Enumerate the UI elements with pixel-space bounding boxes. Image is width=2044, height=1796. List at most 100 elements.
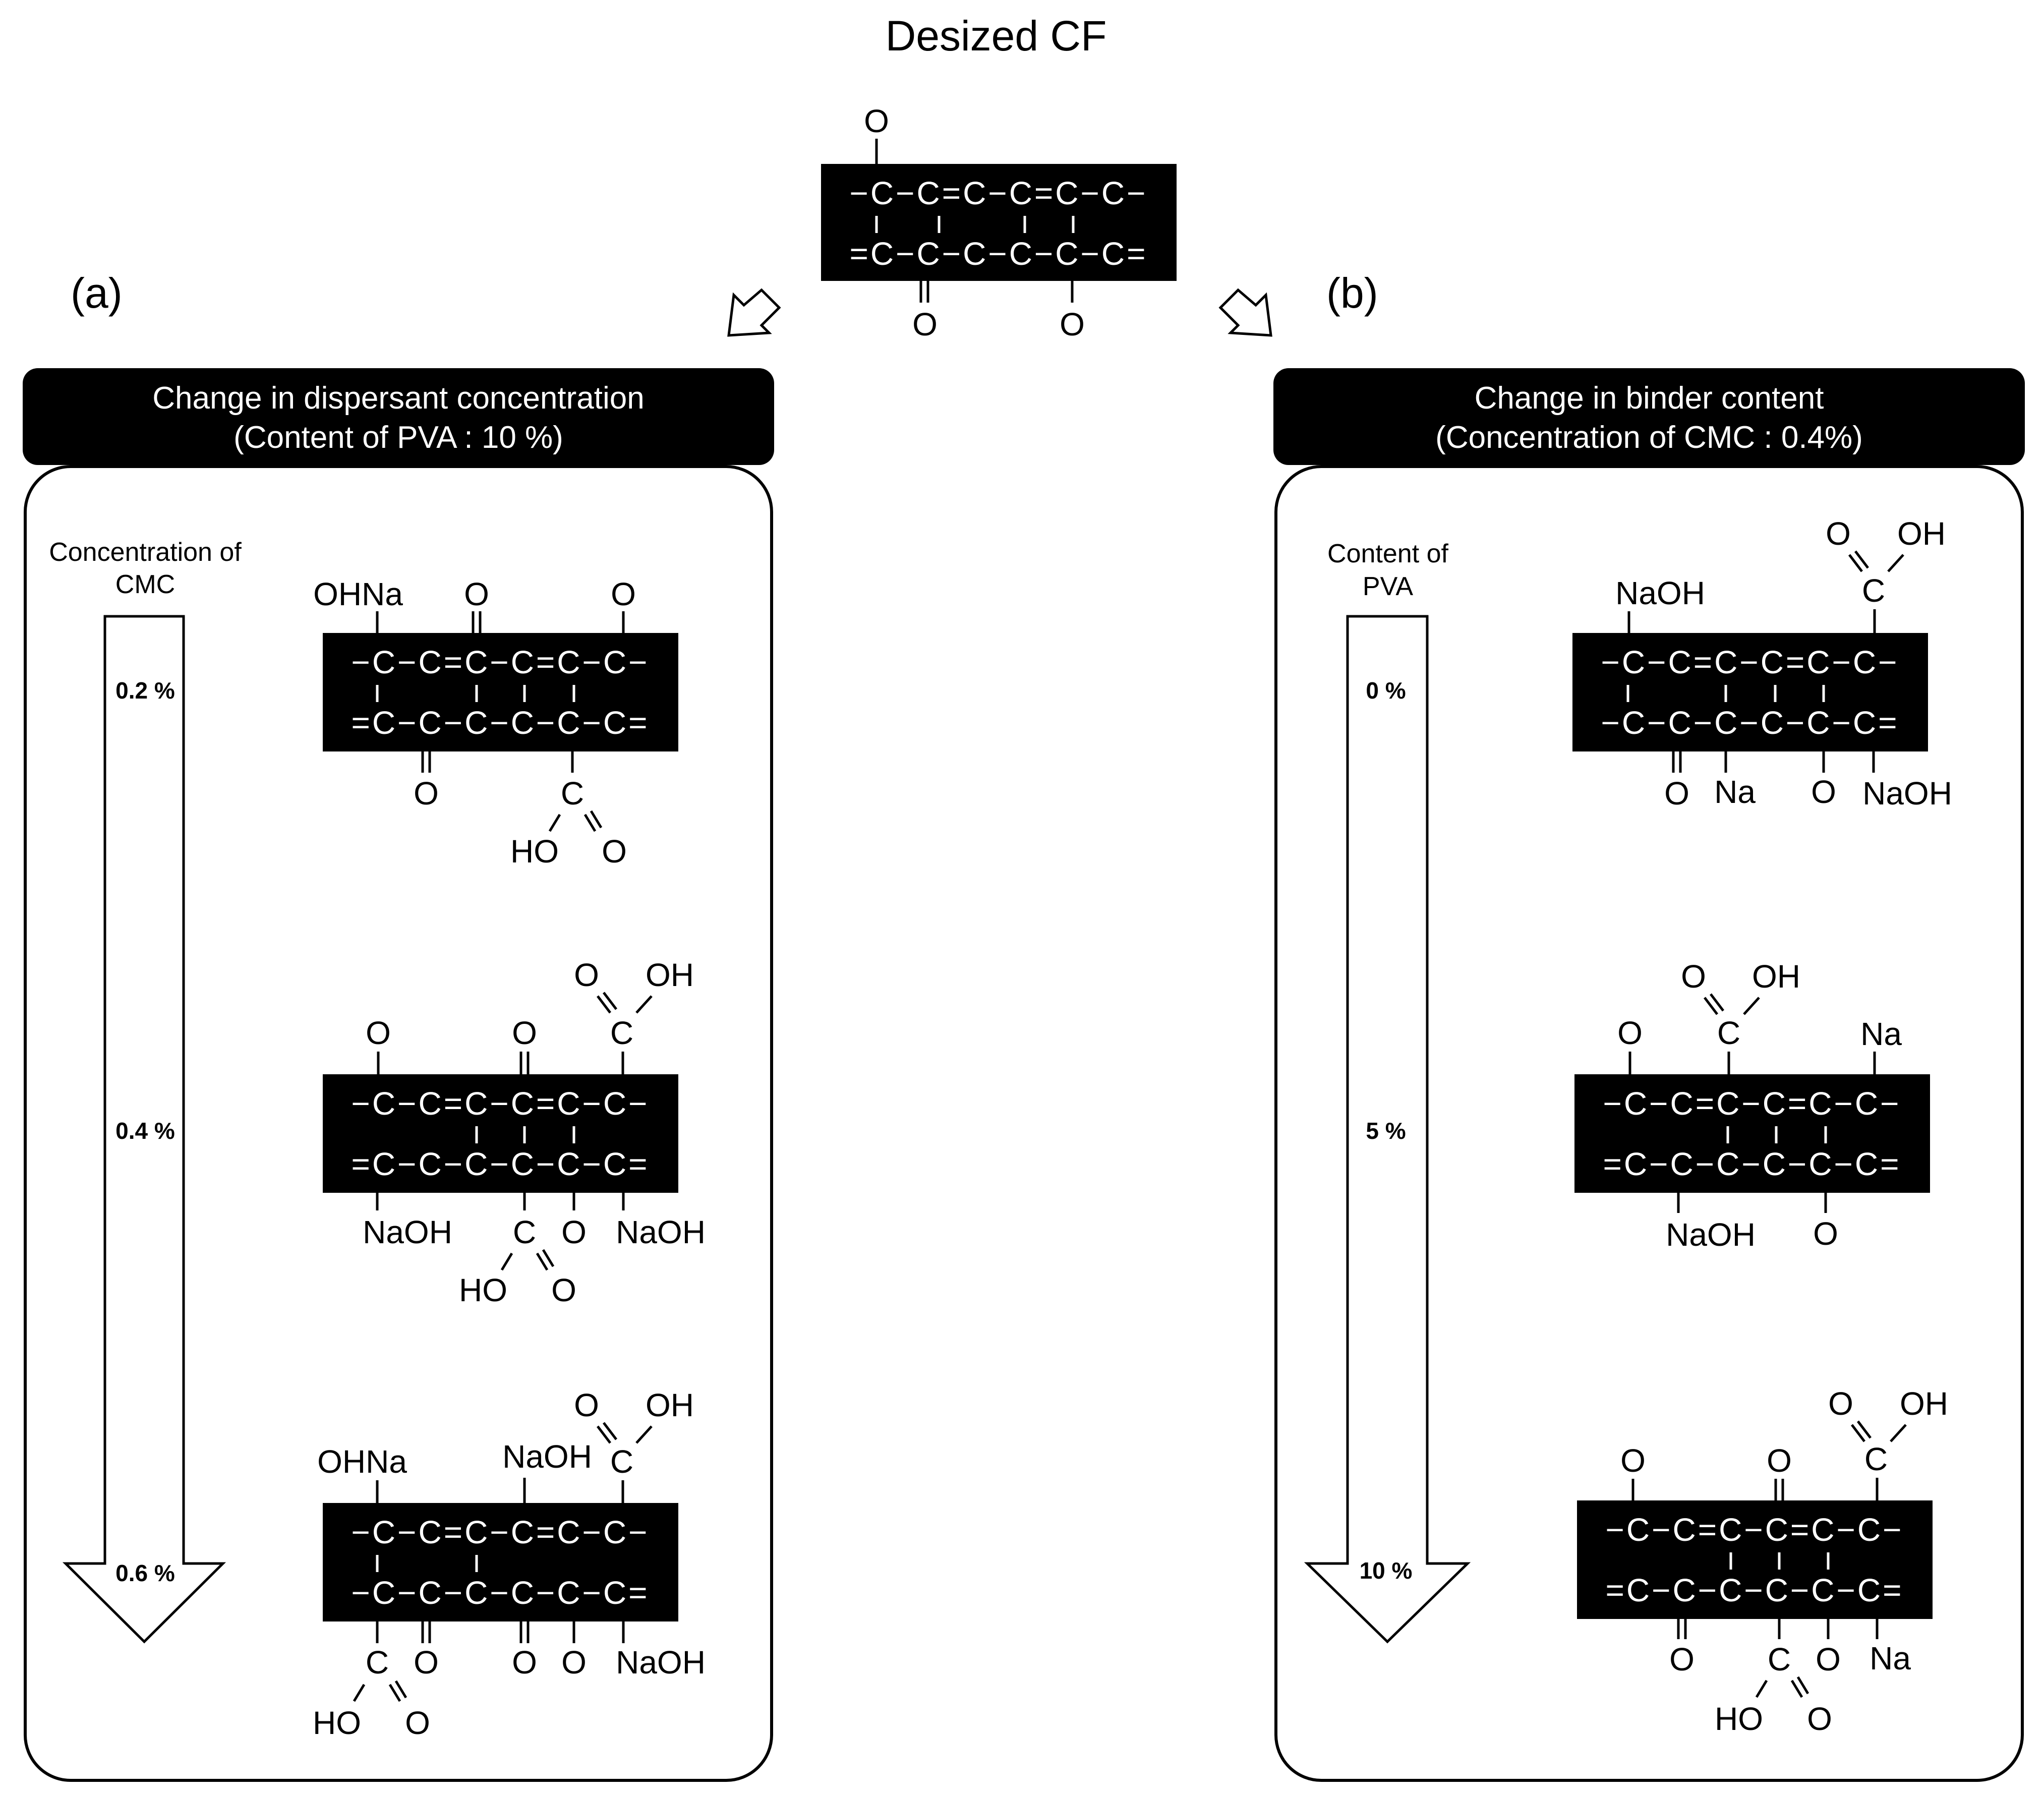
group-c: C [366, 1644, 389, 1681]
group-c: C [610, 1015, 633, 1051]
chain-top: −C−C=C−C=C−C− [850, 175, 1148, 211]
group-o: O [864, 103, 889, 139]
group-c: C [1864, 1441, 1888, 1477]
group-naoh: NaOH [1615, 575, 1705, 611]
group-o: O [366, 1015, 391, 1051]
group-o: O [414, 1644, 439, 1681]
panel-b-axis-label-2: PVA [1363, 572, 1414, 601]
group-c: C [610, 1443, 633, 1480]
group-o: O [1617, 1015, 1643, 1051]
group-o: O [574, 1387, 599, 1423]
panel-a-header-line2: (Content of PVA : 10 %) [233, 420, 563, 455]
group-naoh: NaOH [1666, 1216, 1756, 1253]
chain-bottom: =C−C−C−C−C−C= [352, 705, 650, 741]
group-oh: OH [646, 1387, 694, 1423]
group-o: O [561, 1644, 587, 1681]
carbon-backbone [1574, 1074, 1930, 1193]
group-naoh: NaOH [616, 1214, 706, 1250]
group-o: O [611, 576, 636, 612]
group-o: O [405, 1705, 430, 1741]
panel-b-down-arrow-icon [1304, 615, 1471, 1644]
panel-b-tag: (b) [1326, 269, 1378, 317]
molecule-a2: O OH C O O −C−C=C−C=C−C− =C−C−C−C−C−C= N… [323, 957, 706, 1308]
group-o: O [512, 1015, 537, 1051]
chain-bottom: =C−C−C−C−C−C= [1606, 1572, 1904, 1608]
group-o: O [1811, 774, 1836, 810]
panel-b-level-1: 0 % [1366, 677, 1406, 704]
panel-a-header [23, 368, 774, 465]
group-c: C [513, 1214, 536, 1250]
chain-bottom: −C−C−C−C−C−C= [1601, 705, 1899, 741]
arrow-to-panel-b-icon [1218, 288, 1272, 337]
chain-top: −C−C=C−C=C−C− [1606, 1512, 1904, 1548]
group-o: O [1828, 1385, 1853, 1422]
group-ho: HO [1715, 1701, 1763, 1737]
panel-a-header-line1: Change in dispersant concentration [152, 381, 644, 416]
group-oh: OH [1897, 515, 1946, 552]
group-c: C [1717, 1015, 1740, 1051]
panel-a-down-arrow-icon [62, 615, 226, 1644]
arrow-to-panel-a-icon [727, 288, 781, 337]
group-na: Na [1714, 774, 1756, 810]
group-ho: HO [313, 1705, 361, 1741]
carbon-backbone [1577, 1500, 1933, 1619]
chain-bottom: =C−C−C−C−C−C= [850, 236, 1148, 272]
panel-b-level-2: 5 % [1366, 1118, 1406, 1144]
group-o: O [464, 576, 489, 612]
group-naoh: NaOH [616, 1644, 706, 1681]
molecule-b3: O OH C O O −C−C=C−C=C−C− =C−C−C−C−C−C= O… [1577, 1385, 1948, 1737]
carbon-backbone [323, 633, 678, 751]
group-oh: OH [1900, 1385, 1948, 1422]
panel-a-axis-label-2: CMC [115, 570, 175, 599]
group-o: O [574, 957, 599, 993]
panel-b-header-line2: (Concentration of CMC : 0.4%) [1435, 420, 1863, 455]
carbon-backbone [323, 1074, 678, 1193]
carbon-backbone [323, 1503, 678, 1621]
group-o: O [1816, 1641, 1841, 1677]
group-ohna: OHNa [313, 576, 403, 612]
group-o: O [912, 306, 938, 342]
group-o: O [1669, 1641, 1695, 1677]
diagram-title: Desized CF [886, 12, 1107, 60]
carbon-backbone [821, 164, 1177, 281]
group-o: O [1664, 775, 1689, 812]
group-o: O [414, 775, 439, 812]
group-o: O [551, 1272, 576, 1308]
carbon-backbone [1572, 633, 1928, 751]
panel-a-axis-label: Concentration of [49, 538, 242, 567]
panel-b-header [1273, 368, 2025, 465]
panel-b-header-line1: Change in binder content [1475, 381, 1824, 416]
group-na: Na [1860, 1016, 1902, 1052]
group-naoh: NaOH [363, 1214, 452, 1250]
group-o: O [1807, 1701, 1832, 1737]
group-oh: OH [1752, 958, 1800, 995]
group-ho: HO [510, 833, 559, 870]
chain-top: −C−C=C−C=C−C− [352, 1085, 650, 1122]
panel-a-tag: (a) [71, 269, 123, 317]
molecule-b2: O OH C O Na −C−C=C−C=C−C− =C−C−C−C−C−C= … [1574, 958, 1930, 1253]
panel-b-axis-label: Content of [1327, 539, 1448, 568]
group-o: O [1826, 515, 1851, 552]
group-o: O [1767, 1442, 1792, 1479]
group-o: O [1681, 958, 1706, 995]
group-ho: HO [459, 1272, 507, 1308]
group-o: O [512, 1644, 537, 1681]
chain-bottom: =C−C−C−C−C−C= [352, 1146, 650, 1182]
chain-top: −C−C=C−C=C−C− [1601, 644, 1899, 680]
group-c: C [561, 775, 584, 812]
molecule-a3: O OH C OHNa NaOH −C−C=C−C=C−C− −C−C−C−C−… [313, 1387, 706, 1741]
group-c: C [1768, 1641, 1791, 1677]
group-na: Na [1870, 1640, 1911, 1676]
group-o: O [561, 1214, 587, 1250]
molecule-a1: OHNa O O −C−C=C−C=C−C− =C−C−C−C−C−C= O C… [313, 576, 678, 870]
group-naoh: NaOH [502, 1438, 592, 1475]
panel-a-level-3: 0.6 % [115, 1560, 175, 1586]
chain-top: −C−C=C−C=C−C− [352, 644, 650, 680]
chain-bottom: =C−C−C−C−C−C= [1603, 1146, 1901, 1182]
chain-top: −C−C=C−C=C−C− [352, 1514, 650, 1550]
molecule-b1: O OH C NaOH −C−C=C−C=C−C− −C−C−C−C−C−C= … [1572, 515, 1952, 812]
chain-top: −C−C=C−C=C−C− [1603, 1085, 1901, 1122]
panel-a-level-1: 0.2 % [115, 677, 175, 704]
group-o: O [1060, 306, 1085, 342]
